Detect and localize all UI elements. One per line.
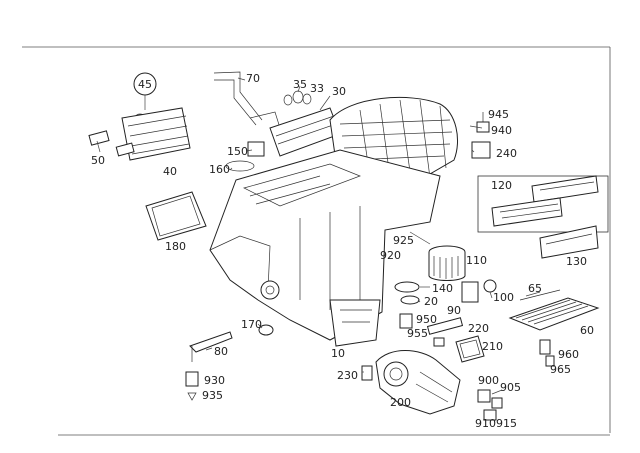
callout-130: 130 xyxy=(566,255,587,268)
callout-10: 10 xyxy=(331,347,345,360)
part-60-65-frame xyxy=(508,289,600,367)
callout-65: 65 xyxy=(528,282,542,295)
callout-945: 945 xyxy=(488,108,509,121)
callout-30: 30 xyxy=(332,85,346,98)
callout-960: 960 xyxy=(558,348,579,361)
part-130 xyxy=(539,225,599,259)
callout-210: 210 xyxy=(482,340,503,353)
callout-910: 910 xyxy=(475,417,496,430)
callout-925: 925 xyxy=(393,234,414,247)
callout-915: 915 xyxy=(496,417,517,430)
callout-35: 35 xyxy=(293,78,307,91)
part-900-915 xyxy=(477,389,503,421)
callout-230: 230 xyxy=(337,369,358,382)
callout-80: 80 xyxy=(214,345,228,358)
leader-lines xyxy=(96,77,541,395)
callout-33: 33 xyxy=(310,82,324,95)
callout-965: 965 xyxy=(550,363,571,376)
callout-160: 160 xyxy=(209,163,230,176)
callout-150: 150 xyxy=(227,145,248,158)
part-200-blower-housing xyxy=(361,350,461,415)
part-180-gasket xyxy=(145,191,207,241)
callout-60: 60 xyxy=(580,324,594,337)
part-170 xyxy=(258,324,274,336)
callout-labels: 45 50 40 70 35 33 30 150 160 945 940 240… xyxy=(91,72,594,430)
part-50-block xyxy=(88,130,135,157)
callout-40: 40 xyxy=(163,165,177,178)
part-140-20-100-90 xyxy=(394,279,497,305)
part-950-955-220 xyxy=(399,313,464,347)
callout-120: 120 xyxy=(491,179,512,192)
part-30-heater-core xyxy=(269,107,341,157)
part-210-duct xyxy=(455,335,485,363)
callout-240: 240 xyxy=(496,147,517,160)
part-10-hvac-housing xyxy=(209,149,441,347)
part-40-evaporator xyxy=(121,107,191,161)
callout-905: 905 xyxy=(500,381,521,394)
callout-170: 170 xyxy=(241,318,262,331)
part-35-33-rings xyxy=(283,90,312,106)
callout-900: 900 xyxy=(478,374,499,387)
callout-200: 200 xyxy=(390,396,411,409)
part-110-blower xyxy=(428,245,466,281)
callout-110: 110 xyxy=(466,254,487,267)
callout-935: 935 xyxy=(202,389,223,402)
part-945-940-240 xyxy=(471,112,491,159)
callout-220: 220 xyxy=(468,322,489,335)
callout-950: 950 xyxy=(416,313,437,326)
part-150-160 xyxy=(225,141,265,172)
callout-50: 50 xyxy=(91,154,105,167)
callout-955: 955 xyxy=(407,327,428,340)
part-120-filters xyxy=(477,175,609,233)
callout-70: 70 xyxy=(246,72,260,85)
callout-90: 90 xyxy=(447,304,461,317)
part-70-pipes xyxy=(213,71,281,129)
callout-940: 940 xyxy=(491,124,512,137)
callout-20: 20 xyxy=(424,295,438,308)
callout-930: 930 xyxy=(204,374,225,387)
callout-920: 920 xyxy=(380,249,401,262)
callout-45: 45 xyxy=(138,78,152,91)
callout-100: 100 xyxy=(493,291,514,304)
callout-180: 180 xyxy=(165,240,186,253)
part-80-linkage xyxy=(185,331,233,401)
callout-140: 140 xyxy=(432,282,453,295)
